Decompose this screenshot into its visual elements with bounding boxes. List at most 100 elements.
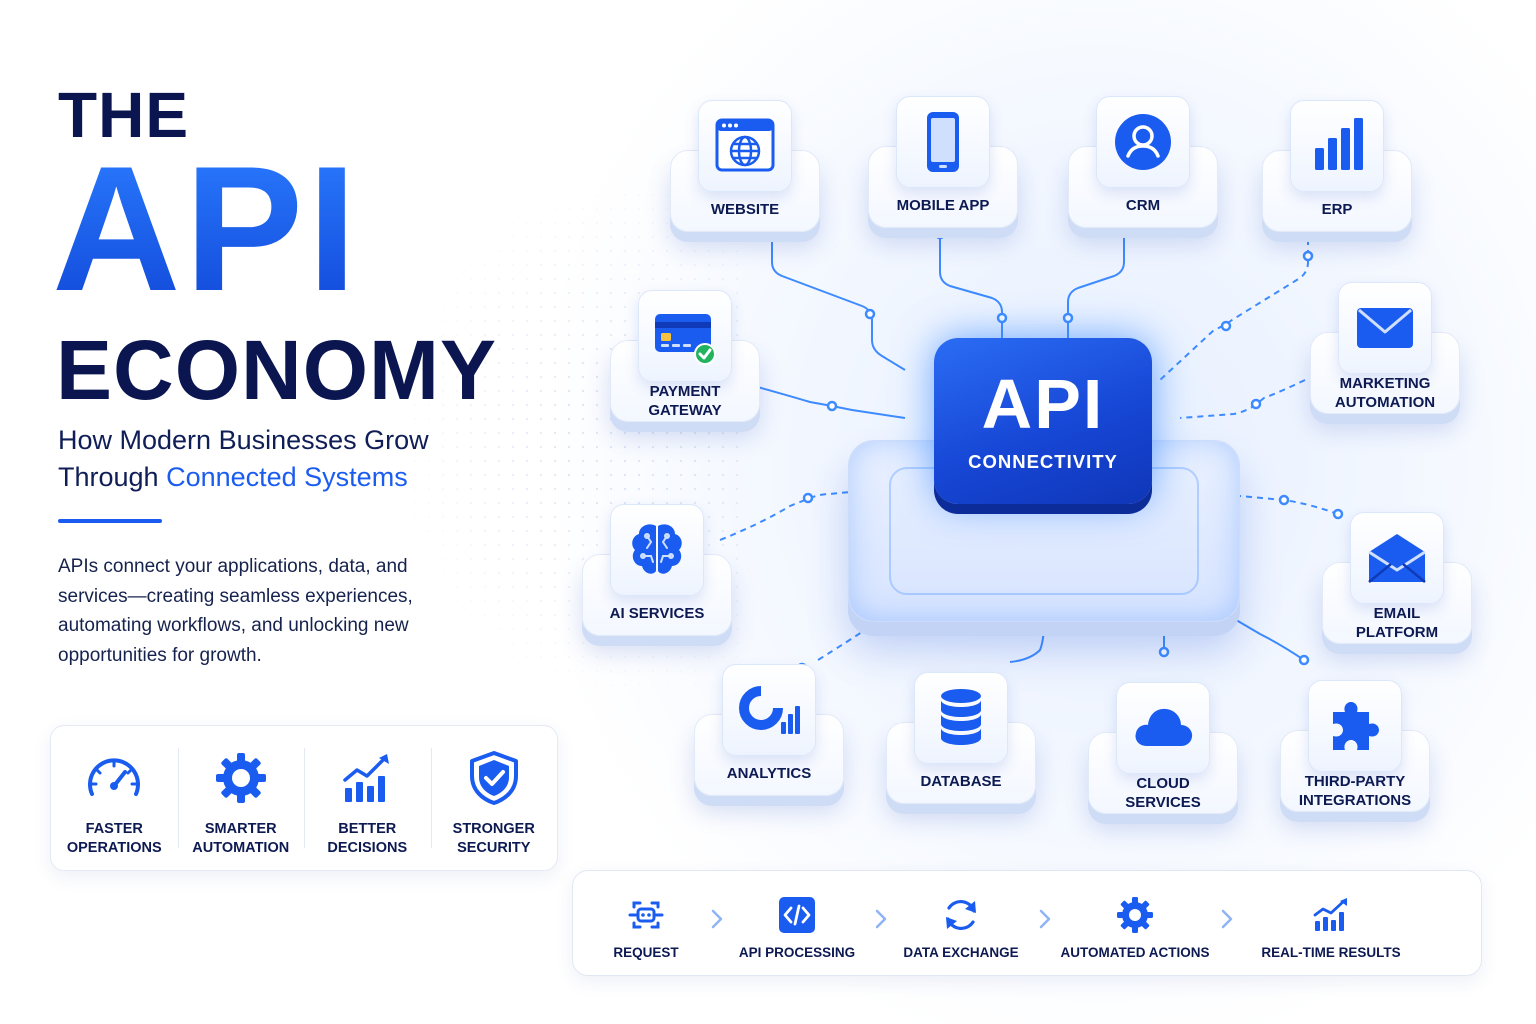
connector-dot <box>1158 646 1170 658</box>
code-icon <box>779 897 815 933</box>
node-ai-services[interactable]: AI SERVICES <box>582 504 732 642</box>
node-website[interactable]: WEBSITE <box>670 100 820 238</box>
subtitle-highlight: Connected Systems <box>166 462 408 492</box>
gear-icon <box>1117 897 1153 933</box>
node-card <box>896 96 990 188</box>
node-card <box>698 100 792 192</box>
step-automated-actions: AUTOMATED ACTIONS <box>1060 871 1210 977</box>
brain-icon <box>632 524 682 574</box>
shield-check-icon <box>469 751 518 805</box>
gear-icon <box>215 753 266 803</box>
connector-dot <box>1332 508 1344 520</box>
connector-dot <box>1062 312 1074 324</box>
description: APIs connect your applications, data, an… <box>58 556 413 666</box>
benefit-smarter-automation: SMARTER AUTOMATION <box>177 726 305 870</box>
node-marketing-automation[interactable]: MARKETING AUTOMATION <box>1310 282 1460 420</box>
benefit-label: BETTER DECISIONS <box>327 821 408 856</box>
node-mobile-app[interactable]: MOBILE APP <box>868 96 1018 234</box>
benefit-label: SMARTER AUTOMATION <box>192 821 290 856</box>
analytics-donut-icon <box>739 686 800 734</box>
chart-up-icon <box>1313 898 1347 931</box>
node-card <box>722 664 816 756</box>
process-flow-bar: REQUEST API PROCESSING DATA EXCHANGE <box>572 870 1482 976</box>
connector-dot <box>864 308 876 320</box>
node-card <box>914 672 1008 764</box>
speedometer-icon <box>88 758 141 796</box>
node-database[interactable]: DATABASE <box>886 672 1036 810</box>
bar-chart-icon <box>1315 118 1363 170</box>
node-card <box>1308 680 1402 772</box>
node-payment-gateway[interactable]: PAYMENT GATEWAY <box>610 290 760 428</box>
node-label: ERP <box>1321 201 1353 218</box>
connector-crm <box>1067 226 1125 338</box>
connector-dot <box>996 312 1008 324</box>
sync-icon <box>946 899 976 931</box>
open-envelope-icon <box>1368 534 1426 583</box>
node-card <box>1338 282 1432 374</box>
growth-chart-icon <box>343 754 390 802</box>
node-card <box>638 290 732 382</box>
hub-title: API <box>981 365 1105 443</box>
connector-dot <box>1302 250 1314 262</box>
benefit-label: STRONGER SECURITY <box>452 821 535 856</box>
node-label: DATABASE <box>920 773 1002 790</box>
connector-analytics <box>817 551 905 661</box>
step-label: REAL-TIME RESULTS <box>1261 945 1401 960</box>
cloud-icon <box>1135 708 1193 746</box>
node-label: CRM <box>1125 197 1161 214</box>
benefit-label: FASTER OPERATIONS <box>66 821 162 856</box>
connector-marketing <box>1179 379 1306 419</box>
node-card <box>1116 682 1210 774</box>
database-icon <box>941 689 981 745</box>
user-profile-icon <box>1115 114 1171 170</box>
chevron-right-icon <box>711 909 723 929</box>
connector-dot <box>1298 654 1310 666</box>
api-hub[interactable]: API CONNECTIVITY <box>934 338 1152 504</box>
node-third-party-integrations[interactable]: THIRD-PARTY INTEGRATIONS <box>1280 680 1430 818</box>
node-label: ANALYTICS <box>726 765 812 782</box>
title-divider <box>58 519 162 523</box>
chevron-right-icon <box>875 909 887 929</box>
node-email-platform[interactable]: EMAIL PLATFORM <box>1322 512 1472 650</box>
node-label: EMAIL PLATFORM <box>1355 605 1439 641</box>
node-erp[interactable]: ERP <box>1262 100 1412 238</box>
browser-globe-icon <box>715 118 775 172</box>
title-the: THE <box>58 79 189 151</box>
puzzle-piece-icon <box>1333 702 1379 750</box>
node-cloud-services[interactable]: CLOUD SERVICES <box>1088 682 1238 820</box>
subtitle: How Modern Businesses Grow Through Conne… <box>58 422 528 496</box>
step-label: DATA EXCHANGE <box>903 945 1019 960</box>
benefit-stronger-security: STRONGER SECURITY <box>430 726 558 870</box>
credit-card-icon <box>655 314 716 365</box>
step-data-exchange: DATA EXCHANGE <box>901 871 1021 977</box>
connector-dot <box>1250 398 1262 410</box>
node-label: PAYMENT GATEWAY <box>648 383 722 419</box>
connector-erp <box>1159 228 1309 381</box>
connector-dot <box>826 400 838 412</box>
node-card <box>1290 100 1384 192</box>
connector-ai <box>719 489 871 541</box>
node-card <box>610 504 704 596</box>
connector-mobile-app <box>939 232 1003 338</box>
step-label: AUTOMATED ACTIONS <box>1060 945 1210 960</box>
node-analytics[interactable]: ANALYTICS <box>694 664 844 802</box>
node-label: CLOUD SERVICES <box>1125 775 1201 811</box>
step-label: API PROCESSING <box>738 945 856 960</box>
node-label: MOBILE APP <box>896 197 990 214</box>
connector-dot <box>802 492 814 504</box>
step-label: REQUEST <box>613 945 679 960</box>
subtitle-prefix: Through <box>58 462 167 492</box>
node-label: AI SERVICES <box>609 605 705 622</box>
node-label: WEBSITE <box>710 201 780 218</box>
node-crm[interactable]: CRM <box>1068 96 1218 234</box>
chevron-right-icon <box>1221 909 1233 929</box>
step-request: REQUEST <box>611 871 681 977</box>
connector-dot <box>1278 494 1290 506</box>
connector-dot <box>934 228 946 240</box>
node-label: THIRD-PARTY INTEGRATIONS <box>1298 773 1412 809</box>
step-real-time-results: REAL-TIME RESULTS <box>1261 871 1401 977</box>
benefit-better-decisions: BETTER DECISIONS <box>304 726 431 870</box>
connector-website <box>771 232 906 371</box>
node-label: MARKETING AUTOMATION <box>1334 375 1436 411</box>
node-card <box>1350 512 1444 604</box>
